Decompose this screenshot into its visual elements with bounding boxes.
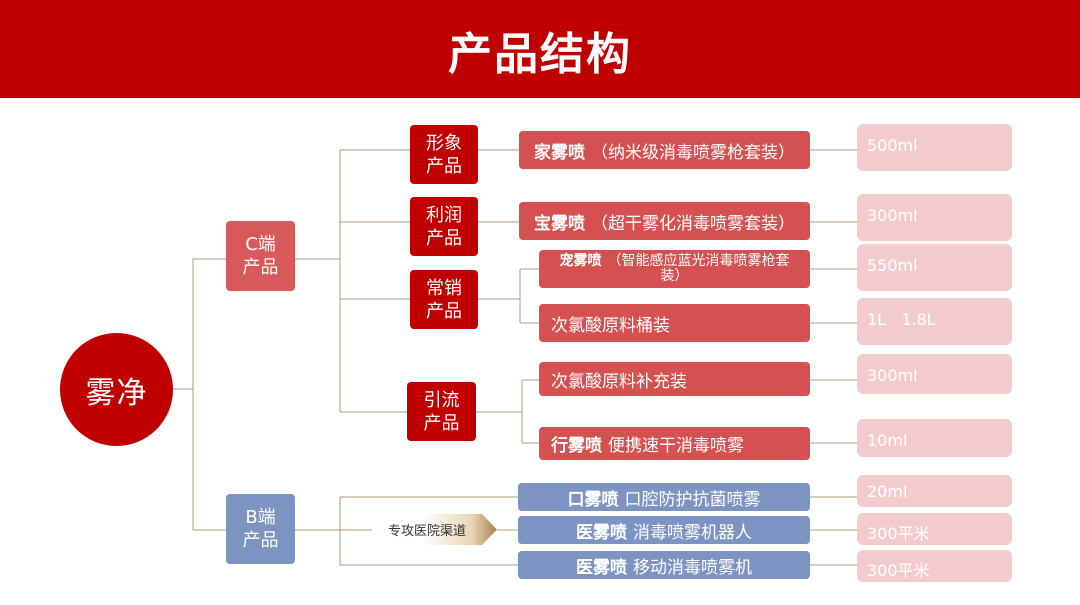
product-name: 口雾喷: [567, 489, 619, 510]
category-c-end: C端 产品: [226, 221, 295, 291]
product-xing-wu-pen: 行雾喷 便携速干消毒喷雾: [539, 427, 810, 460]
product-desc: （超干雾化消毒喷雾套装）: [591, 213, 795, 234]
subcategory-profit: 利润 产品: [410, 197, 478, 256]
capacity-box: 1L 1.8L: [857, 298, 1012, 345]
capacity-box: 300平米: [857, 550, 1012, 582]
product-desc: 口腔防护抗菌喷雾: [624, 489, 761, 510]
product-bao-wu-pen: 宝雾喷 （超干雾化消毒喷雾套装）: [519, 202, 810, 240]
subcategory-regular: 常销 产品: [410, 270, 478, 329]
capacity-value: 300ml: [867, 206, 918, 225]
product-yi-wu-pen-robot: 医雾喷 消毒喷雾机器人: [518, 516, 810, 544]
product-name: 宠雾喷: [559, 253, 602, 269]
capacity-box: 10ml: [857, 419, 1012, 457]
category-b-end: B端 产品: [226, 494, 295, 564]
product-name: 行雾喷: [551, 436, 602, 456]
category-c-line1: C端: [245, 234, 276, 255]
subcategory-traffic-line1: 引流: [423, 389, 460, 411]
capacity-box: 20ml: [857, 475, 1012, 507]
subcategory-regular-line2: 产品: [426, 300, 462, 322]
capacity-value: 1L 1.8L: [867, 310, 936, 329]
product-name: 宝雾喷: [534, 213, 585, 234]
product-desc-line2: 装）: [660, 268, 689, 284]
root-label: 雾净: [85, 375, 148, 411]
product-jia-wu-pen: 家雾喷 （纳米级消毒喷雾枪套装）: [519, 131, 810, 169]
capacity-value: 300平米: [867, 524, 930, 543]
product-chong-wu-pen: 宠雾喷 （智能感应蓝光消毒喷雾枪套 装）: [539, 250, 810, 288]
product-desc: 次氯酸原料桶装: [551, 315, 670, 336]
product-name: 家雾喷: [534, 142, 585, 163]
subcategory-traffic: 引流 产品: [407, 382, 476, 441]
product-hocl-refill: 次氯酸原料补充装: [539, 362, 810, 396]
product-name: 医雾喷: [576, 557, 627, 578]
product-name: 医雾喷: [576, 522, 627, 543]
channel-label: 专攻医院渠道: [388, 524, 467, 539]
hospital-channel-arrow: 专攻医院渠道: [372, 514, 497, 545]
root-node: 雾净: [60, 333, 173, 446]
product-yi-wu-pen-mobile: 医雾喷 移动消毒喷雾机: [518, 551, 810, 579]
capacity-value: 500ml: [867, 136, 918, 155]
subcategory-regular-line1: 常销: [426, 277, 462, 299]
product-desc: 移动消毒喷雾机: [633, 557, 752, 578]
capacity-box: 300ml: [857, 194, 1012, 241]
subcategory-image: 形象 产品: [410, 125, 478, 184]
subcategory-image-line1: 形象: [426, 132, 462, 154]
product-desc: （智能感应蓝光消毒喷雾枪套: [607, 253, 790, 269]
subcategory-image-line2: 产品: [426, 155, 462, 177]
product-desc: 便携速干消毒喷雾: [608, 436, 744, 456]
product-hocl-barrel: 次氯酸原料桶装: [539, 304, 810, 342]
capacity-box: 300平米: [857, 513, 1012, 545]
category-b-line2: 产品: [242, 530, 279, 551]
capacity-value: 300ml: [867, 366, 918, 385]
capacity-box: 500ml: [857, 124, 1012, 171]
subcategory-profit-line2: 产品: [426, 227, 462, 249]
subcategory-profit-line1: 利润: [426, 204, 462, 226]
capacity-box: 550ml: [857, 244, 1012, 291]
capacity-box: 300ml: [857, 354, 1012, 394]
capacity-value: 300平米: [867, 561, 930, 580]
category-c-line2: 产品: [242, 257, 279, 278]
product-desc: 消毒喷雾机器人: [633, 522, 752, 543]
product-desc: （纳米级消毒喷雾枪套装）: [591, 142, 795, 163]
capacity-value: 20ml: [867, 482, 908, 501]
page-title: 产品结构: [448, 29, 632, 80]
subcategory-traffic-line2: 产品: [423, 412, 460, 434]
capacity-value: 550ml: [867, 256, 918, 275]
product-desc: 次氯酸原料补充装: [551, 371, 687, 392]
capacity-value: 10ml: [867, 431, 908, 450]
category-b-line1: B端: [245, 507, 276, 528]
header-banner: [0, 0, 1080, 98]
product-kou-wu-pen: 口雾喷 口腔防护抗菌喷雾: [518, 483, 810, 511]
